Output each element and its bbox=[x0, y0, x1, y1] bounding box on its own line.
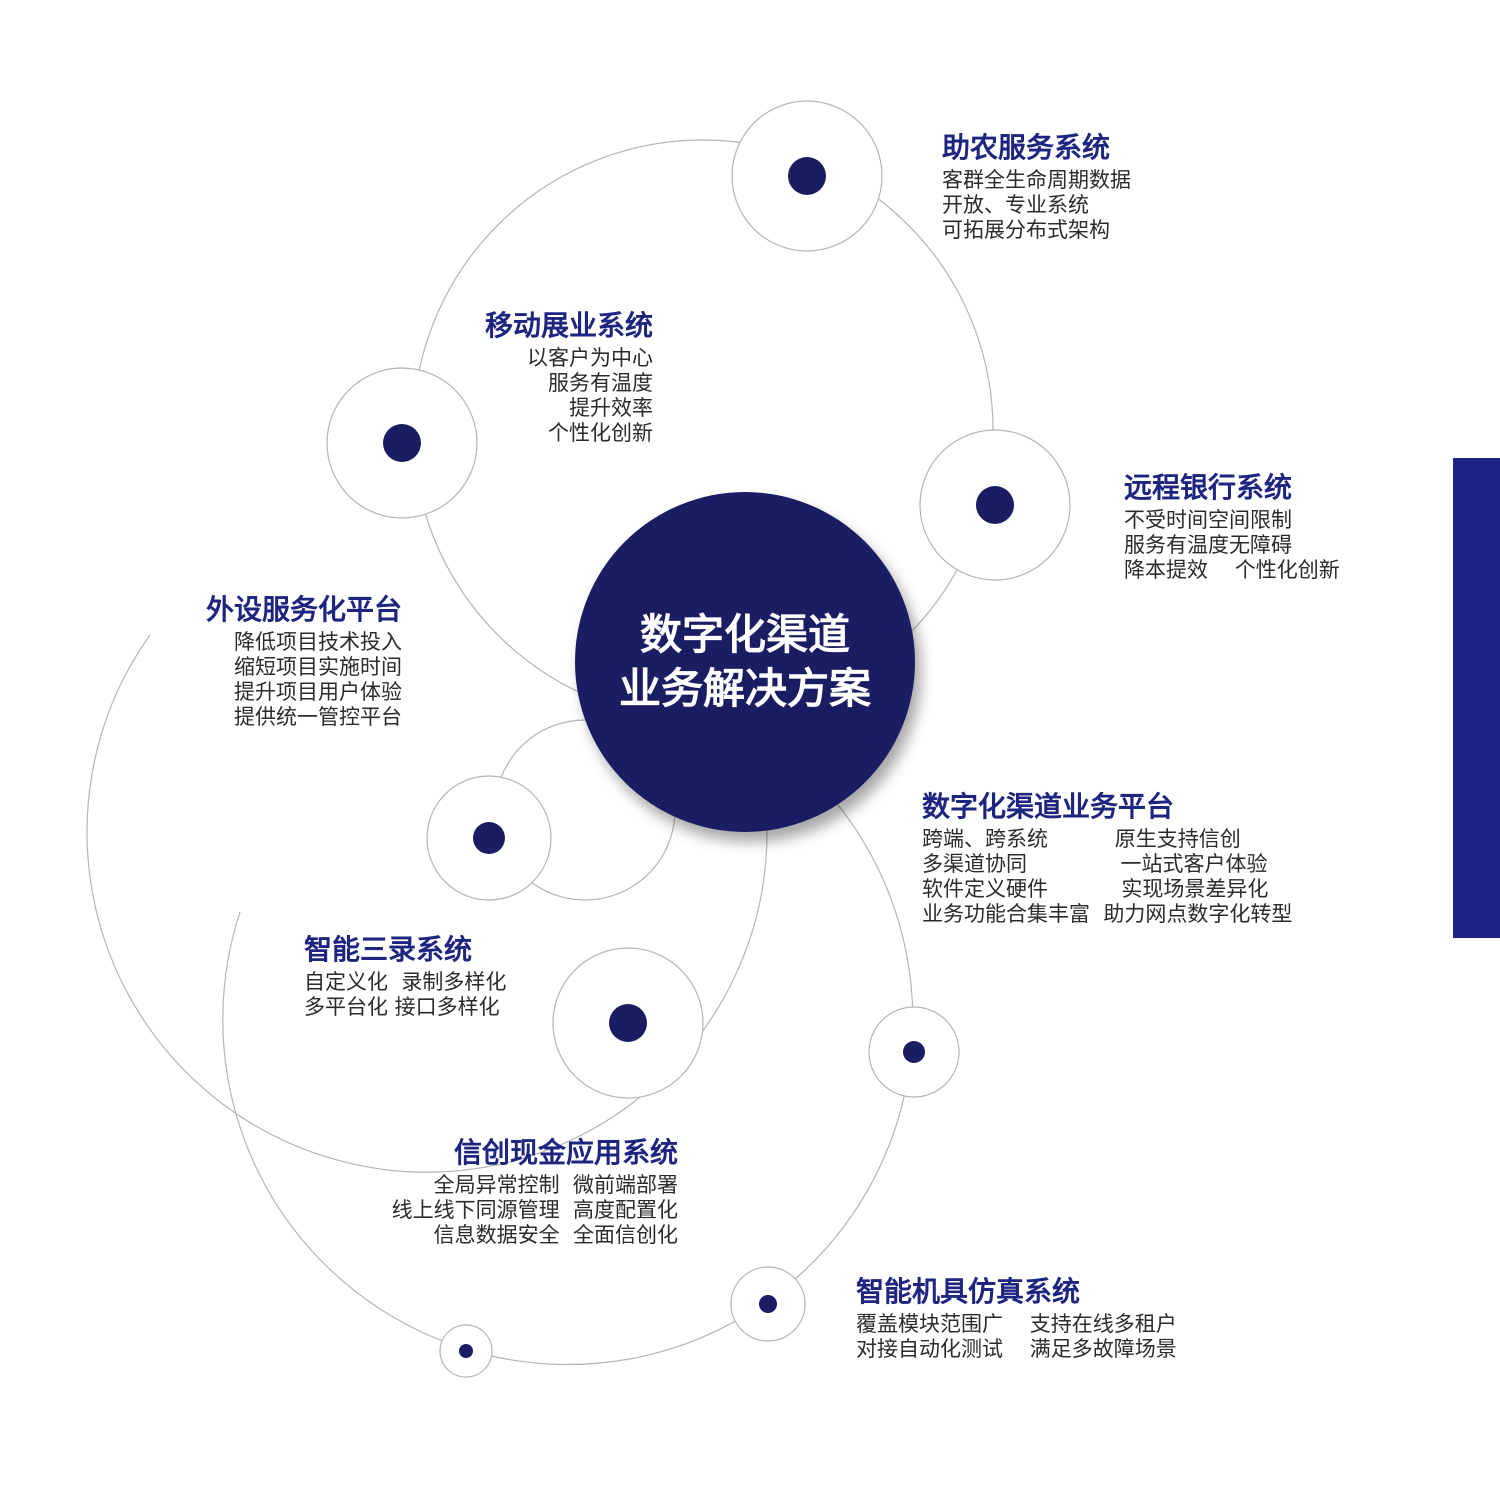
system-feature: 服务有温度无障碍 bbox=[1124, 533, 1292, 557]
system-feature: 软件定义硬件 实现场景差异化 bbox=[922, 877, 1269, 901]
system-remote-bank: 远程银行系统 不受时间空间限制 服务有温度无障碍 降本提效 个性化创新 bbox=[1124, 470, 1340, 583]
node-dot bbox=[459, 1344, 473, 1358]
system-feature: 对接自动化测试 满足多故障场景 bbox=[856, 1337, 1177, 1361]
node-dot bbox=[788, 157, 826, 195]
system-feature: 不受时间空间限制 bbox=[1124, 508, 1292, 532]
system-feature: 多渠道协同 一站式客户体验 bbox=[922, 852, 1268, 876]
system-title: 数字化渠道业务平台 bbox=[922, 790, 1175, 823]
system-feature: 降低项目技术投入 bbox=[234, 630, 402, 654]
orbit-left bbox=[86, 634, 768, 1173]
system-feature: 开放、专业系统 bbox=[942, 193, 1089, 217]
system-title: 智能三录系统 bbox=[304, 933, 473, 966]
system-feature: 信息数据安全 全面信创化 bbox=[433, 1223, 678, 1247]
system-feature: 服务有温度 bbox=[548, 371, 653, 395]
system-feature: 提升效率 bbox=[569, 396, 653, 420]
system-title: 远程银行系统 bbox=[1124, 471, 1293, 504]
system-feature: 以客户为中心 bbox=[527, 346, 653, 370]
system-peripheral: 外设服务化平台 降低项目技术投入 缩短项目实施时间 提升项目用户体验 提供统一管… bbox=[206, 592, 402, 730]
accent-bar bbox=[1453, 458, 1500, 938]
node-dot bbox=[609, 1004, 647, 1042]
system-cash: 信创现金应用系统 全局异常控制 微前端部署 线上线下同源管理 高度配置化 信息数… bbox=[392, 1135, 678, 1248]
system-feature: 提供统一管控平台 bbox=[234, 705, 402, 729]
system-feature: 覆盖模块范围广 支持在线多租户 bbox=[856, 1312, 1177, 1336]
system-feature: 个性化创新 bbox=[548, 421, 653, 445]
node-dot bbox=[473, 822, 505, 854]
system-title: 外设服务化平台 bbox=[205, 593, 402, 626]
node-dot bbox=[976, 486, 1014, 524]
system-feature: 线上线下同源管理 高度配置化 bbox=[391, 1198, 678, 1222]
system-simulation: 智能机具仿真系统 覆盖模块范围广 支持在线多租户 对接自动化测试 满足多故障场景 bbox=[856, 1274, 1177, 1362]
system-feature: 自定义化 录制多样化 bbox=[304, 970, 507, 994]
node-dot bbox=[383, 424, 421, 462]
system-feature: 多平台化 接口多样化 bbox=[304, 995, 500, 1019]
system-feature: 客群全生命周期数据 bbox=[942, 168, 1131, 192]
system-feature: 降本提效 个性化创新 bbox=[1124, 558, 1340, 582]
system-title: 智能机具仿真系统 bbox=[856, 1275, 1081, 1308]
system-feature: 缩短项目实施时间 bbox=[234, 655, 402, 679]
system-title: 信创现金应用系统 bbox=[453, 1136, 678, 1169]
system-smart-recording: 智能三录系统 自定义化 录制多样化 多平台化 接口多样化 bbox=[304, 932, 506, 1020]
node-dot bbox=[903, 1041, 925, 1063]
center-title-line1: 数字化渠道 bbox=[639, 610, 850, 659]
system-feature: 可拓展分布式架构 bbox=[942, 218, 1110, 242]
system-title: 助农服务系统 bbox=[942, 131, 1111, 164]
system-mobile: 移动展业系统 以客户为中心 服务有温度 提升效率 个性化创新 bbox=[485, 308, 653, 446]
system-title: 移动展业系统 bbox=[484, 309, 653, 342]
node-dot bbox=[759, 1295, 777, 1313]
system-feature: 提升项目用户体验 bbox=[234, 680, 402, 704]
system-digital-platform: 数字化渠道业务平台 跨端、跨系统 原生支持信创 多渠道协同 一站式客户体验 软件… bbox=[922, 789, 1292, 927]
orbit-bottom bbox=[222, 804, 914, 1366]
center-title-line2: 业务解决方案 bbox=[618, 664, 871, 713]
system-feature: 业务功能合集丰富 助力网点数字化转型 bbox=[922, 902, 1293, 926]
system-feature: 跨端、跨系统 原生支持信创 bbox=[922, 827, 1241, 851]
system-feature: 全局异常控制 微前端部署 bbox=[433, 1173, 678, 1197]
center-circle: 数字化渠道 业务解决方案 bbox=[575, 492, 915, 832]
system-zhunong: 助农服务系统 客群全生命周期数据 开放、专业系统 可拓展分布式架构 bbox=[942, 130, 1131, 243]
